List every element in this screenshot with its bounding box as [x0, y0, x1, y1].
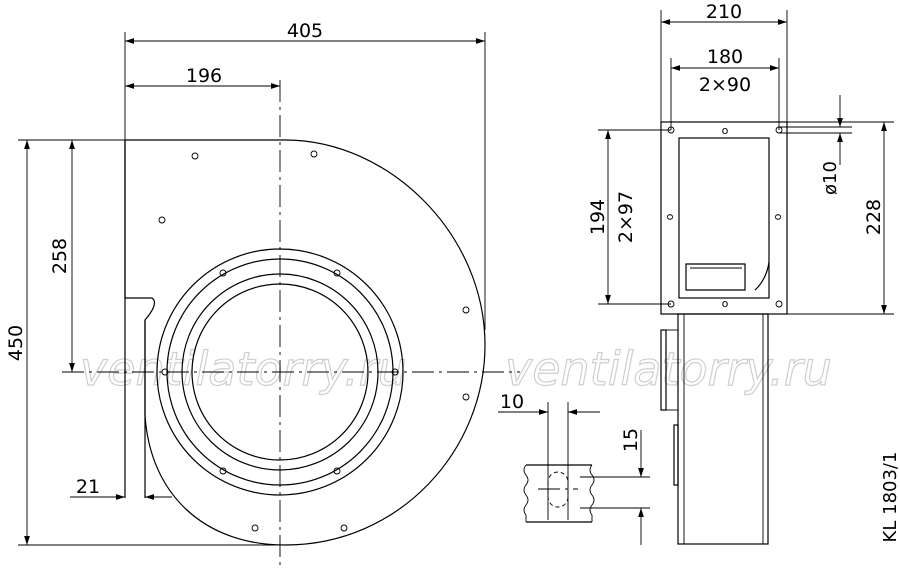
watermark-left: ventilatorry.ru	[80, 342, 407, 396]
hole-mark-bottom: o	[722, 297, 729, 310]
bolt-hole	[219, 467, 227, 475]
slot-detail: 10 15	[498, 391, 650, 545]
flange-plate	[660, 121, 788, 315]
housing-hole	[462, 393, 470, 401]
slot-hidden	[547, 471, 569, 508]
bolt-hole	[333, 269, 341, 277]
side-lug	[673, 424, 679, 486]
watermark-right: ventilatorry.ru	[505, 342, 832, 396]
outlet-opening	[678, 137, 770, 299]
dim-hole-pitch-height: 2×97	[615, 191, 637, 243]
housing-hole	[191, 152, 199, 160]
dim-hole-spacing-height: 194	[587, 199, 609, 235]
hole-mark-left: o	[663, 213, 676, 220]
housing-hole	[158, 216, 166, 224]
inner-flap	[685, 263, 746, 291]
motor-plate	[660, 329, 667, 411]
side-view: o o o o 210 180 2×90 194 2×97 ø10	[587, 1, 894, 545]
break-line-left	[523, 464, 529, 522]
housing-holes	[158, 150, 470, 532]
front-view: 405 196 450 258 21	[5, 20, 520, 565]
dim-outer-height: 228	[863, 199, 885, 235]
flange-hole	[775, 300, 783, 308]
dim-hole-diameter: ø10	[820, 161, 841, 195]
dim-overall-height: 450	[5, 325, 27, 361]
drawing-code: KL 1803/1	[880, 452, 900, 543]
dim-axis-height: 258	[49, 238, 71, 274]
dim-slot-width: 10	[500, 391, 524, 413]
housing-hole	[340, 524, 348, 532]
bolt-hole	[219, 269, 227, 277]
dim-axis-from-left: 196	[186, 65, 222, 87]
break-line-right	[589, 464, 595, 522]
hole-mark-right: o	[771, 213, 784, 220]
hole-mark-top: o	[722, 124, 729, 137]
dim-outer-width: 210	[706, 1, 742, 23]
dim-hole-pitch-width: 2×90	[699, 74, 751, 96]
dim-hole-spacing-width: 180	[707, 46, 743, 68]
housing-hole	[251, 524, 259, 532]
housing-hole	[310, 150, 318, 158]
bolt-hole	[333, 467, 341, 475]
inner-curve	[754, 261, 770, 291]
dim-outlet-flange: 21	[76, 476, 100, 498]
dim-overall-width: 405	[287, 20, 323, 42]
housing-hole	[462, 306, 470, 314]
dim-slot-height: 15	[620, 428, 642, 452]
